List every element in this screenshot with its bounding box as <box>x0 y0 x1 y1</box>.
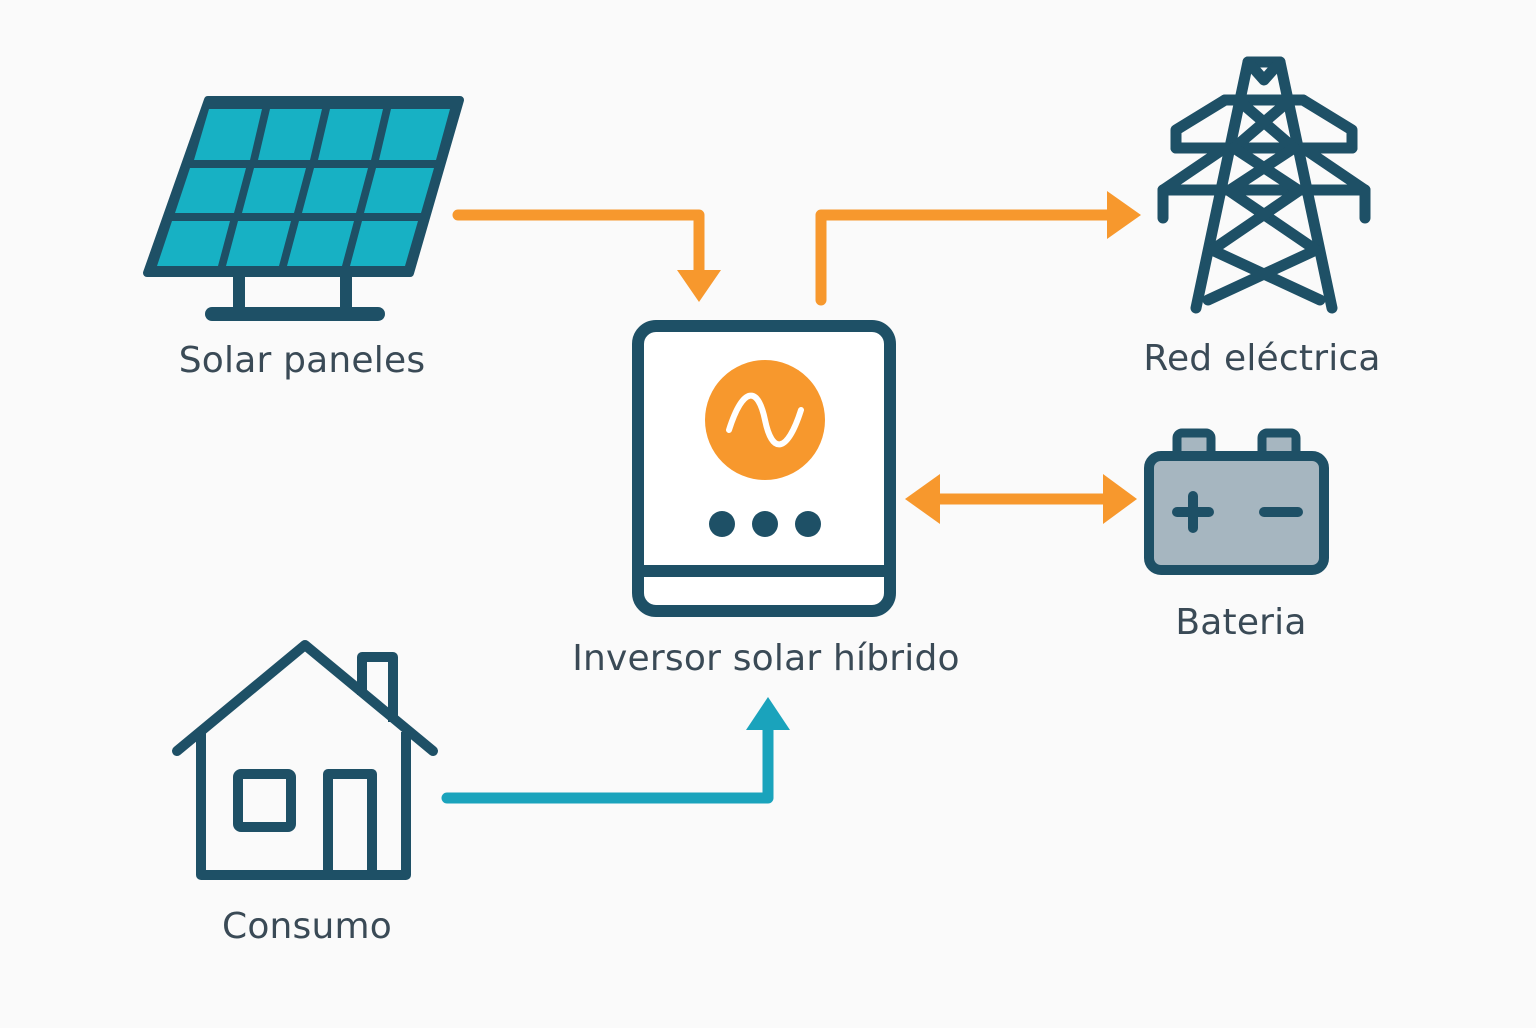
flow-solar-to-inverter <box>452 209 721 302</box>
solar-panels-label: Solar paneles <box>178 340 426 381</box>
flow-consumption-to-inverter <box>441 697 790 804</box>
power-tower-icon <box>1157 56 1371 314</box>
battery-label: Bateria <box>1175 602 1307 643</box>
plus-icon <box>1172 491 1214 533</box>
grid-label: Red eléctrica <box>1143 338 1381 379</box>
solar-panel-icon <box>143 96 464 321</box>
flow-inverter-battery <box>905 474 1137 524</box>
consumption-label: Consumo <box>221 906 393 947</box>
inverter-icon <box>632 320 896 617</box>
status-dot <box>709 511 735 537</box>
flow-inverter-to-grid <box>815 191 1141 306</box>
house-icon <box>172 640 438 880</box>
inverter-label: Inversor solar híbrido <box>572 638 960 679</box>
battery-icon <box>1144 428 1329 575</box>
status-dot <box>752 511 778 537</box>
status-dot <box>795 511 821 537</box>
